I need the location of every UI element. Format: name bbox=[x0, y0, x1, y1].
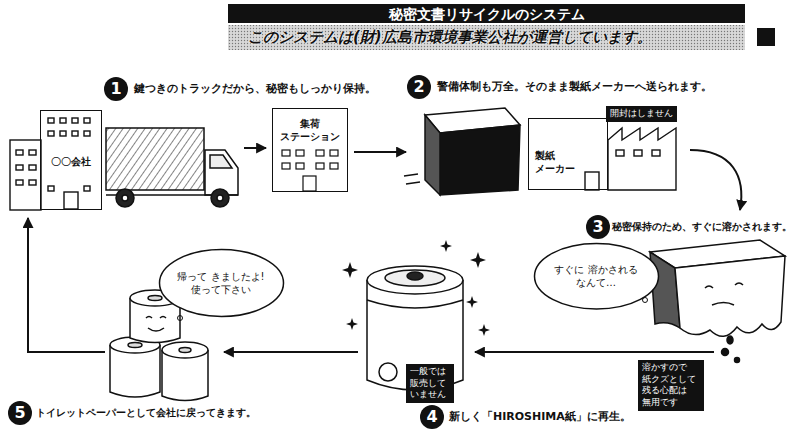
station-building: 集荷 ステーション bbox=[272, 108, 348, 192]
corner-square bbox=[757, 28, 775, 46]
station-building bbox=[282, 150, 338, 191]
flow-arrow bbox=[244, 147, 266, 149]
return-arrow bbox=[28, 218, 105, 352]
node-text: 帰って きましたよ! 使って下さい bbox=[162, 270, 281, 296]
callout-number: 1 bbox=[104, 77, 128, 101]
speech-bubble: 帰って きましたよ! 使って下さい bbox=[158, 248, 285, 318]
step-caption: 鍵つきのトラックだから、秘密もしっかり保持。 bbox=[134, 82, 376, 96]
callout-number: 3 bbox=[586, 215, 610, 239]
company-building: 〇〇会社 bbox=[40, 110, 102, 210]
step-caption: 新しく「HIROSHIMA紙」に再生。 bbox=[449, 410, 631, 424]
subtitle-band bbox=[228, 25, 745, 50]
flow-arrow bbox=[224, 351, 358, 353]
sparkles bbox=[342, 240, 490, 336]
node-text: 〇〇会社 bbox=[51, 155, 91, 168]
node-text: 集荷 ステーション bbox=[277, 117, 343, 143]
node-text: 一般では 販売して いません bbox=[410, 366, 450, 401]
bubble-outline bbox=[158, 248, 285, 318]
node-text: 製紙 メーカー bbox=[535, 149, 593, 175]
title-band: 秘密文書リサイクルのシステム bbox=[228, 4, 745, 23]
title: 秘密文書リサイクルのシステム bbox=[389, 5, 585, 24]
thought-dot bbox=[178, 316, 183, 321]
flow-arrow bbox=[690, 150, 741, 210]
paper-factory bbox=[585, 128, 676, 190]
flow-arrow bbox=[354, 151, 406, 153]
paper-bale bbox=[404, 108, 520, 195]
thought-dot bbox=[643, 298, 648, 303]
bubble-outline bbox=[533, 242, 660, 311]
step-caption: 警備体制も万全。そのまま製紙メーカーへ送られます。 bbox=[437, 80, 712, 94]
paper-maker-building: 製紙 メーカー bbox=[528, 118, 608, 190]
note-box: 溶かすので 紙クズとして 残る心配は 無用です bbox=[638, 360, 704, 411]
step-caption: 秘密保持のため、すぐに溶かされます。 bbox=[612, 220, 792, 233]
node-text: 溶かすので 紙クズとして 残る心配は 無用です bbox=[642, 362, 700, 409]
node-text: 開封はしません bbox=[610, 108, 673, 120]
melting-box bbox=[650, 240, 785, 363]
speech-bubble: すぐに 溶かされる なんて… bbox=[533, 242, 660, 311]
note-box: 開封はしません bbox=[606, 106, 677, 122]
locked-truck bbox=[106, 128, 238, 207]
callout-number: 2 bbox=[407, 75, 431, 99]
callout-number: 4 bbox=[420, 405, 444, 429]
step-caption: トイレットペーパーとして会社に戻ってきます。 bbox=[36, 406, 256, 419]
company-building bbox=[10, 118, 90, 210]
callout-number: 5 bbox=[8, 401, 32, 425]
subtitle: このシステムは(財)広島市環境事業公社が運営しています。 bbox=[230, 25, 652, 50]
note-box: 一般では 販売して いません bbox=[406, 364, 454, 403]
node-text: すぐに 溶かされる なんて… bbox=[537, 263, 656, 289]
flow-arrow bbox=[475, 351, 714, 353]
